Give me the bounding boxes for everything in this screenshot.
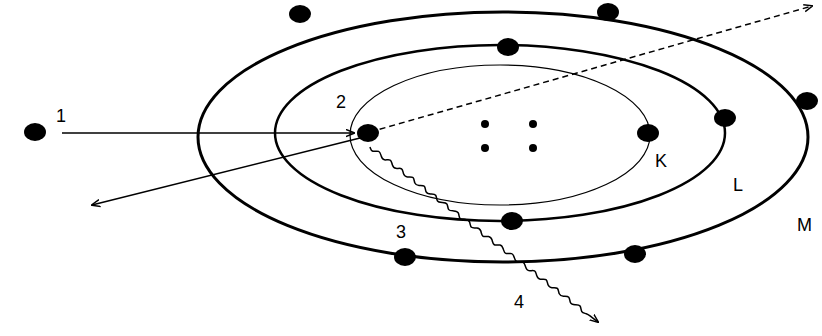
callout-number: 4 <box>514 292 524 312</box>
shell-label: K <box>655 151 667 171</box>
callout-number: 3 <box>396 222 406 242</box>
nucleus <box>481 120 537 152</box>
callout-number: 2 <box>336 92 346 112</box>
shell-label: M <box>797 215 812 235</box>
photon-wave <box>370 147 598 322</box>
callout-number: 1 <box>56 106 66 126</box>
shell-label: L <box>733 175 743 195</box>
incident-arrow <box>62 132 354 134</box>
electrons <box>24 3 818 266</box>
scattered-arrow <box>92 138 360 205</box>
ejected-path <box>370 6 812 132</box>
m-shell <box>198 12 808 262</box>
k-shell <box>350 65 650 205</box>
